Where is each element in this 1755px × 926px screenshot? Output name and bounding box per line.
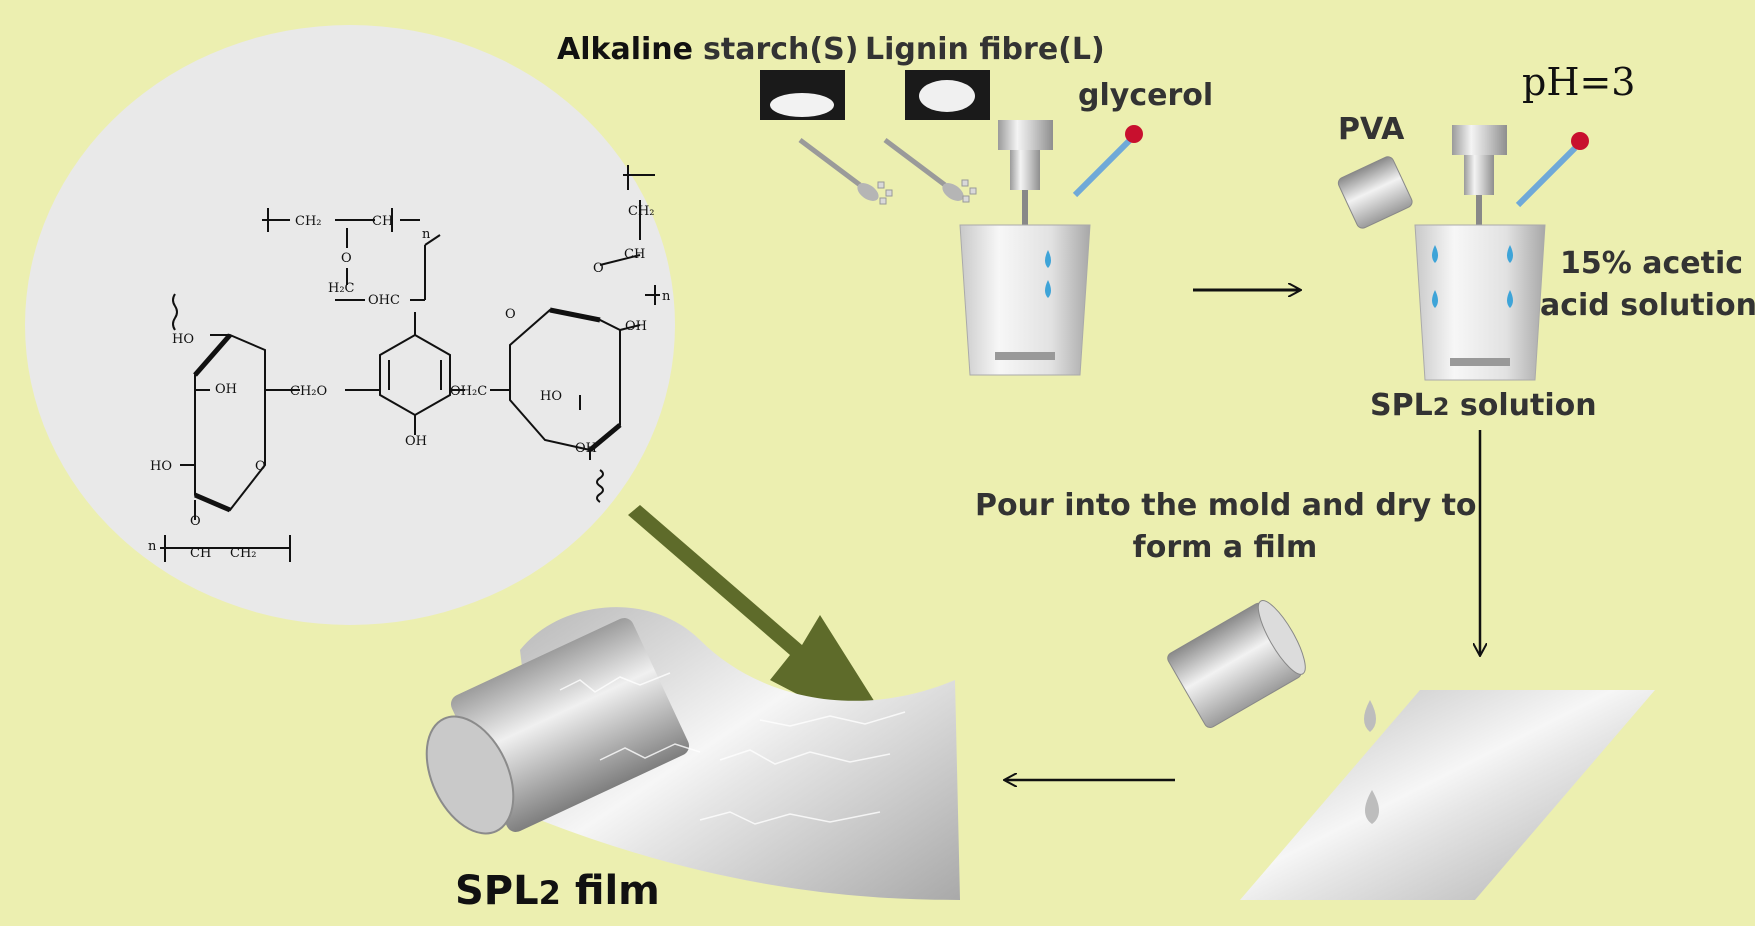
casting-illustration (1167, 600, 1655, 900)
olive-pointer-arrow (628, 505, 905, 750)
film-label: SPL2 film (455, 868, 660, 914)
chem-ch2-right: CH₂ (628, 204, 655, 219)
chem-ch2o: CH₂O (290, 384, 327, 399)
chem-oh-right2: OH (575, 441, 597, 456)
pva-container (1337, 156, 1413, 229)
chem-ch2-bottom: CH₂ (230, 546, 257, 561)
starch-photo (760, 70, 845, 120)
mixing-beaker-2 (1414, 125, 1546, 381)
chem-ch-bottom: CH (190, 546, 211, 561)
acetic-label-line1: 15% acetic (1560, 246, 1744, 281)
chem-ch-right: CH (624, 247, 645, 262)
chem-ohc: OHC (368, 293, 400, 308)
solution-label-suffix: solution (1449, 388, 1597, 423)
lignin-label: Lignin fibre(L) (865, 32, 1105, 67)
chem-o-right2: O (593, 261, 604, 276)
chem-o-left2: O (190, 514, 201, 529)
film-label-suffix: film (560, 868, 660, 914)
chemical-labels: CH₂ CH n O H₂C OHC HO OH CH₂O OH₂C OH HO… (148, 204, 671, 561)
chem-oh-ring: OH (405, 434, 427, 449)
chem-ch-top: CH (372, 214, 393, 229)
chemical-structure (160, 165, 660, 562)
film-roll-illustration (425, 607, 960, 900)
spoon-icon-2 (883, 138, 977, 203)
acetic-label-line2: acid solution (1540, 288, 1755, 323)
chem-o-top: O (341, 251, 352, 266)
chem-h2c: H₂C (328, 281, 355, 296)
chem-ho-left: HO (172, 332, 194, 347)
chem-o-left: O (255, 459, 266, 474)
pva-label: PVA (1338, 112, 1405, 147)
chem-ho-left2: HO (150, 459, 172, 474)
solution-label-prefix: SPL (1370, 388, 1433, 423)
solution-label-sub: 2 (1432, 393, 1450, 421)
spoon-icon (798, 138, 893, 205)
chem-n-right: n (662, 289, 671, 304)
alkaline-label: Alkaline (557, 32, 693, 67)
chem-ho-right: HO (540, 389, 562, 404)
chem-n-top: n (422, 227, 431, 242)
starch-label: starch(S) (703, 32, 859, 67)
glycerol-label: glycerol (1078, 78, 1214, 113)
solution-label: SPL2 solution (1370, 388, 1597, 423)
chem-oh-left: OH (215, 382, 237, 397)
structure-bubble (25, 25, 675, 625)
casting-label-line2: form a film (1132, 530, 1318, 565)
casting-label-line1: Pour into the mold and dry to (975, 488, 1477, 523)
chem-n-bottom: n (148, 539, 157, 554)
chem-ch2-top: CH₂ (295, 214, 322, 229)
mixing-beaker-1 (959, 120, 1091, 376)
chem-o-right: O (505, 307, 516, 322)
ph-label: pH=3 (1522, 60, 1636, 104)
film-label-sub: 2 (538, 874, 561, 912)
chem-oh-right: OH (625, 319, 647, 334)
dropper-icon-2 (1515, 132, 1589, 208)
lignin-photo (905, 70, 990, 120)
chem-oh2c: OH₂C (450, 384, 487, 399)
dropper-icon (1072, 125, 1143, 198)
film-label-prefix: SPL (455, 868, 539, 914)
